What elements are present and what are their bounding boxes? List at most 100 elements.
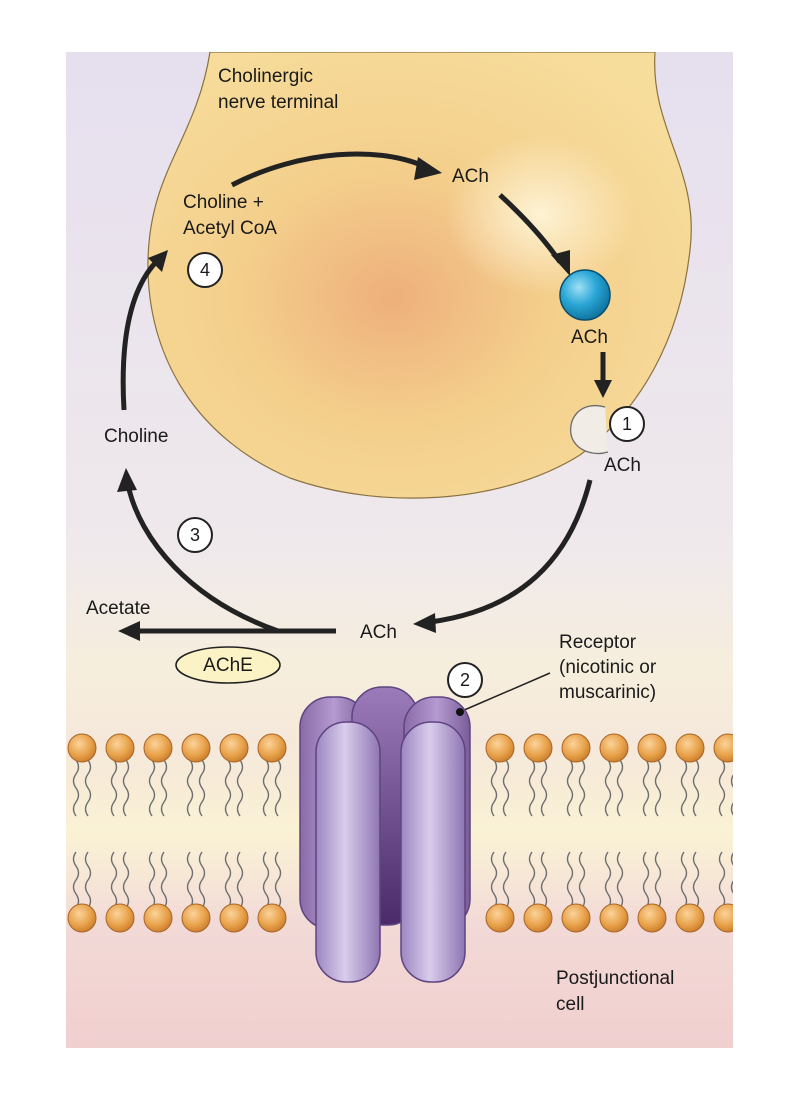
lipid-tail — [72, 851, 80, 909]
lipid-tail — [236, 759, 244, 817]
lipid-tails — [72, 759, 733, 909]
choline-plus-label: Choline + — [183, 192, 264, 213]
choline-left-label: Choline — [104, 426, 168, 447]
step-1-number: 1 — [622, 414, 632, 434]
lipid-tail — [578, 851, 586, 909]
lipid-tail — [730, 774, 733, 816]
lipid-tail — [198, 759, 206, 817]
lipid-tail — [148, 759, 156, 817]
lipid-tail — [198, 851, 206, 909]
lipid-heads — [67, 733, 733, 933]
lipid-tail — [110, 759, 118, 817]
lipid-tail — [718, 759, 726, 817]
lipid-head — [181, 733, 211, 763]
lipid-head — [181, 903, 211, 933]
step-4-circle — [187, 252, 223, 288]
lipid-tail — [490, 851, 498, 909]
lipid-tail — [616, 851, 624, 909]
acetate-label: Acetate — [86, 598, 150, 619]
lipid-tail — [262, 759, 270, 817]
arrows — [117, 151, 612, 712]
lipid-tail — [540, 851, 548, 909]
arrow-diffusion-head — [413, 613, 436, 633]
lipid-tail — [490, 759, 498, 817]
receptor-complex — [299, 686, 471, 983]
acetyl-coa-label: Acetyl CoA — [183, 218, 277, 239]
lipid-tail — [502, 759, 510, 817]
arrow-reuptake-head — [117, 468, 137, 492]
lipid-head — [675, 733, 705, 763]
lipid-tail — [186, 851, 194, 909]
lipid-tail — [566, 851, 574, 909]
lipid-tail — [566, 759, 574, 817]
ach-vesicle — [559, 269, 611, 321]
lipid-head — [143, 733, 173, 763]
lipid-tail — [274, 851, 282, 909]
lipid-tail — [528, 851, 536, 909]
arrow-recycle — [120, 260, 158, 411]
lipid-tail — [274, 759, 282, 817]
receptor-label-line3: muscarinic) — [559, 682, 656, 703]
receptor-subunit-front-right — [400, 721, 466, 983]
receptor-label-line1: Receptor — [559, 632, 637, 653]
lipid-tail — [680, 759, 688, 817]
terminal-label-line1: Cholinergic — [218, 66, 313, 87]
postjunctional-label-line2: cell — [556, 994, 585, 1015]
lipid-tail — [654, 759, 662, 817]
lipid-head — [637, 903, 667, 933]
lipid-tail — [262, 851, 270, 909]
lipid-head — [257, 733, 287, 763]
lipid-tail — [730, 852, 733, 894]
lipid-head — [523, 903, 553, 933]
step-3-circle — [177, 517, 213, 553]
arrow-release-head — [594, 380, 612, 398]
lipid-head — [561, 733, 591, 763]
lipid-head — [485, 733, 515, 763]
lipid-head — [67, 903, 97, 933]
lipid-head — [143, 903, 173, 933]
lipid-tail — [236, 851, 244, 909]
lipid-head — [257, 903, 287, 933]
receptor-leader-line — [461, 672, 551, 712]
arrow-synthesis-head — [414, 157, 442, 180]
lipid-tail — [160, 759, 168, 817]
step-2-number: 2 — [460, 670, 470, 690]
arrow-reuptake — [125, 484, 279, 634]
lipid-head — [485, 903, 515, 933]
lipid-tail — [540, 759, 548, 817]
ache-label: AChE — [203, 655, 253, 676]
docking-site — [570, 404, 609, 455]
step-4-number: 4 — [200, 260, 210, 280]
lipid-head — [219, 903, 249, 933]
lipid-tail — [642, 851, 650, 909]
lipid-tail — [578, 759, 586, 817]
lipid-tail — [160, 851, 168, 909]
lipid-tail — [680, 851, 688, 909]
lipid-head — [637, 733, 667, 763]
step-2-circle — [447, 662, 483, 698]
lipid-head — [713, 903, 733, 933]
ache-enzyme — [175, 646, 281, 684]
arrow-recycle-head — [148, 250, 168, 272]
lipid-tail — [122, 851, 130, 909]
lipid-tail — [692, 759, 700, 817]
ach-vesicle-label: ACh — [571, 327, 608, 348]
lipid-head — [67, 733, 97, 763]
lipid-tail — [72, 759, 80, 817]
lipid-tail — [654, 851, 662, 909]
postjunctional-label-line1: Postjunctional — [556, 968, 674, 989]
lipid-tail — [604, 851, 612, 909]
lipid-tail — [224, 759, 232, 817]
ach-top-label: ACh — [452, 166, 489, 187]
lipid-tail — [502, 851, 510, 909]
ach-release-label: ACh — [604, 455, 641, 476]
lipid-tail — [692, 851, 700, 909]
lipid-tail — [528, 759, 536, 817]
lipid-head — [713, 733, 733, 763]
lipid-tail — [642, 759, 650, 817]
lipid-head — [219, 733, 249, 763]
lipid-head — [675, 903, 705, 933]
lipid-head — [599, 733, 629, 763]
lipid-tail — [110, 851, 118, 909]
